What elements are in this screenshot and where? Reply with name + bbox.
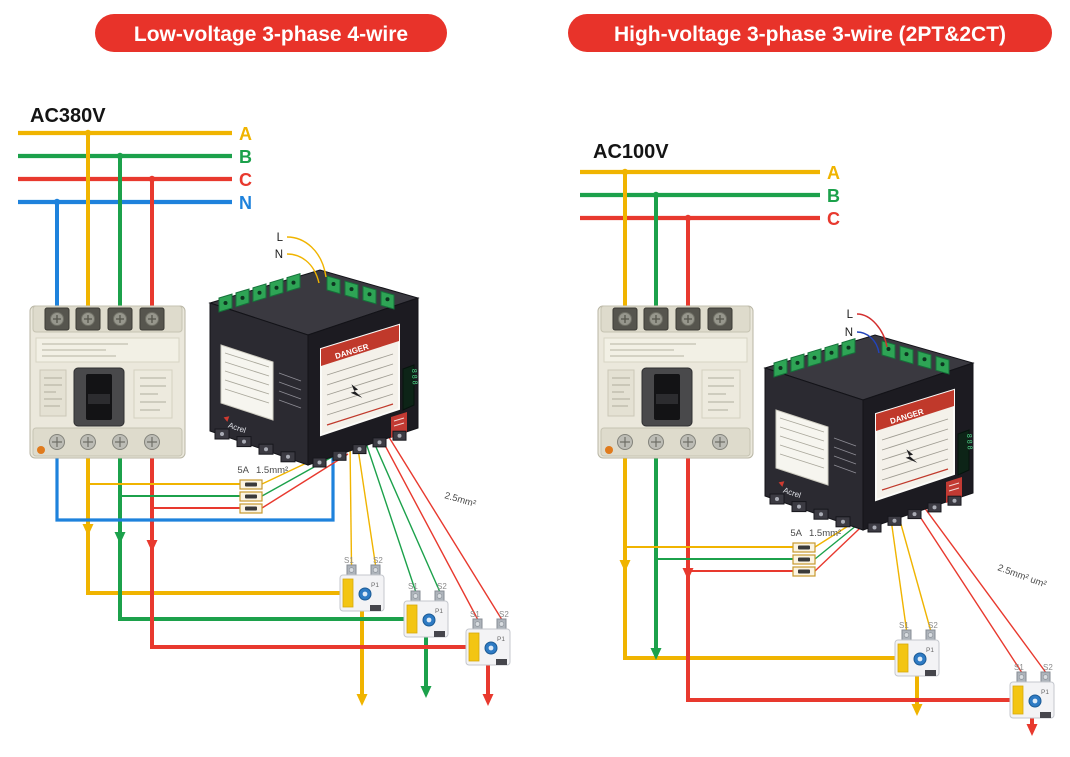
left-label-phase-a: A bbox=[239, 124, 252, 144]
right-aux-live-label: L bbox=[847, 309, 854, 321]
flow-arrow-a-load bbox=[911, 704, 923, 716]
left-label-phase-b: B bbox=[239, 147, 252, 167]
left-ct-phase-a bbox=[339, 555, 385, 612]
left-banner-background bbox=[95, 14, 447, 52]
wire-a-through-ct1 bbox=[623, 445, 919, 706]
left-feeder-wires bbox=[55, 133, 154, 312]
flow-arrow-a-load bbox=[356, 694, 368, 706]
aux-neutral-wire bbox=[286, 253, 320, 284]
left-fuse-rating: 5A bbox=[237, 465, 249, 476]
left-aux-neutral-label: N bbox=[275, 249, 283, 261]
right-ct-secondary-wires bbox=[889, 502, 1047, 673]
right-banner-title: High-voltage 3-phase 3-wire (2PT&2CT) bbox=[614, 23, 1006, 46]
wire-a-through-ct1 bbox=[86, 445, 364, 696]
aux-neutral-wire bbox=[856, 331, 880, 354]
fuse-c-to-meter bbox=[261, 453, 349, 509]
right-ct-phase-c bbox=[1009, 662, 1055, 719]
left-aux-supply: L N bbox=[275, 232, 327, 284]
flow-arrow-b bbox=[114, 532, 126, 544]
right-fuse-wire-size: 1.5mm² bbox=[809, 528, 841, 539]
right-power-meter bbox=[763, 333, 975, 534]
right-ct-phase-a bbox=[894, 620, 940, 677]
right-banner-background bbox=[568, 14, 1052, 52]
right-voltage-fuses bbox=[792, 542, 816, 577]
left-aux-live-label: L bbox=[277, 232, 284, 244]
left-diagram: Low-voltage 3-phase 4-wire AC380V A B C … bbox=[18, 14, 511, 706]
right-circuit-breaker bbox=[597, 305, 754, 459]
left-bus-wires: A B C N bbox=[18, 124, 252, 213]
left-banner-title: Low-voltage 3-phase 4-wire bbox=[134, 23, 408, 46]
aux-live-wire bbox=[856, 313, 888, 348]
right-label-phase-c: C bbox=[827, 209, 840, 229]
right-source-voltage: AC100V bbox=[593, 141, 669, 163]
right-label-phase-a: A bbox=[827, 163, 840, 183]
left-ct-phase-c bbox=[465, 609, 511, 666]
flow-arrow-a bbox=[82, 524, 94, 536]
right-banner: High-voltage 3-phase 3-wire (2PT&2CT) bbox=[568, 14, 1052, 52]
right-aux-neutral-label: N bbox=[845, 327, 853, 339]
left-power-meter bbox=[208, 268, 420, 469]
right-ct-wire-size: 2.5mm² um² bbox=[996, 562, 1048, 590]
wire-c-through-ct3 bbox=[150, 445, 490, 696]
left-fuse-wire-size: 1.5mm² bbox=[256, 465, 288, 476]
aux-live-wire bbox=[286, 236, 327, 278]
left-ct-phase-b bbox=[403, 581, 449, 638]
wire-n-to-meter bbox=[55, 445, 335, 522]
left-banner: Low-voltage 3-phase 4-wire bbox=[95, 14, 447, 52]
left-load-wires bbox=[55, 445, 494, 706]
right-aux-supply: L N bbox=[845, 309, 888, 354]
fuse-b-to-meter bbox=[261, 451, 342, 497]
flow-arrow-a bbox=[619, 560, 631, 572]
right-label-phase-b: B bbox=[827, 186, 840, 206]
flow-arrow-c bbox=[682, 568, 694, 580]
right-bus-wires: A B C bbox=[580, 163, 840, 229]
right-fuse-rating: 5A bbox=[790, 528, 802, 539]
left-source-voltage: AC380V bbox=[30, 105, 106, 127]
right-diagram: High-voltage 3-phase 3-wire (2PT&2CT) AC… bbox=[568, 14, 1055, 736]
left-voltage-fuses bbox=[239, 479, 263, 514]
left-ct-wire-size: 2.5mm² bbox=[443, 490, 477, 509]
left-label-neutral: N bbox=[239, 193, 252, 213]
flow-arrow-c-load bbox=[482, 694, 494, 706]
flow-arrow-c-load bbox=[1026, 724, 1038, 736]
left-label-phase-c: C bbox=[239, 170, 252, 190]
flow-arrow-c bbox=[146, 540, 158, 552]
flow-arrow-b-load bbox=[420, 686, 432, 698]
left-circuit-breaker bbox=[29, 305, 186, 459]
left-ct-secondary-wires bbox=[349, 433, 503, 620]
flow-arrow-b-load bbox=[650, 648, 662, 660]
right-feeder-wires bbox=[623, 172, 690, 312]
